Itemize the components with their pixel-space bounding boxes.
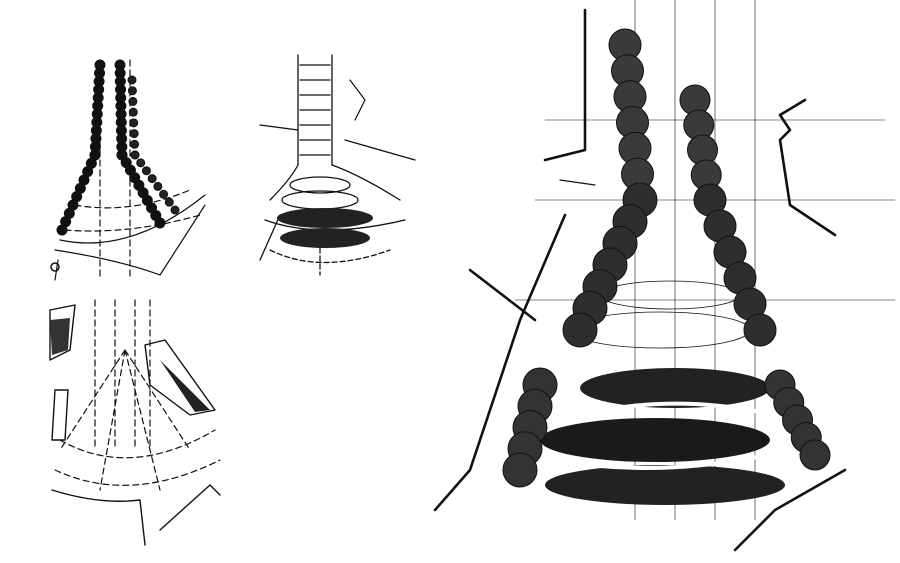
tree-canopy bbox=[130, 139, 140, 149]
contour-line bbox=[349, 79, 366, 121]
tree-row-left bbox=[56, 59, 106, 236]
tree-canopy bbox=[799, 439, 831, 471]
tree-row-left-column bbox=[562, 28, 658, 348]
tree-cluster-bottom-right bbox=[764, 369, 831, 471]
tree-canopy bbox=[159, 189, 169, 199]
tree-cluster-bottom-left bbox=[502, 367, 558, 488]
tree-canopy bbox=[147, 174, 157, 184]
tree-canopy bbox=[129, 129, 139, 139]
tree-canopy bbox=[56, 224, 68, 236]
tree-canopy bbox=[170, 205, 180, 215]
tree-canopy bbox=[153, 181, 163, 191]
axis-plan-drawing bbox=[49, 299, 221, 546]
tree-row-middle bbox=[114, 59, 166, 229]
marker-icon bbox=[50, 262, 60, 272]
tree-canopy bbox=[128, 96, 138, 106]
sketch-tree-avenue bbox=[40, 45, 220, 285]
sketch-plaza-rendering bbox=[425, 0, 900, 563]
tree-canopy bbox=[127, 75, 137, 85]
tree-canopy bbox=[141, 166, 151, 176]
arrow-icon bbox=[559, 179, 596, 186]
plaza-rendering-drawing bbox=[433, 0, 896, 552]
tree-canopy bbox=[562, 312, 598, 348]
sketch-terraces bbox=[250, 40, 430, 280]
tree-canopy bbox=[128, 107, 138, 117]
tree-canopy bbox=[154, 217, 166, 229]
tree-canopy bbox=[136, 158, 146, 168]
tree-row-right-column bbox=[679, 84, 777, 347]
tree-canopy bbox=[502, 452, 538, 488]
terraces-drawing bbox=[259, 54, 416, 276]
tree-canopy bbox=[127, 86, 137, 96]
tree-canopy bbox=[743, 313, 777, 347]
tree-avenue-drawing bbox=[50, 59, 206, 281]
sketch-axis-plan bbox=[40, 290, 230, 555]
tree-canopy bbox=[130, 150, 140, 160]
tree-canopy bbox=[164, 197, 174, 207]
tree-canopy bbox=[129, 118, 139, 128]
tree-row-right bbox=[127, 75, 180, 215]
